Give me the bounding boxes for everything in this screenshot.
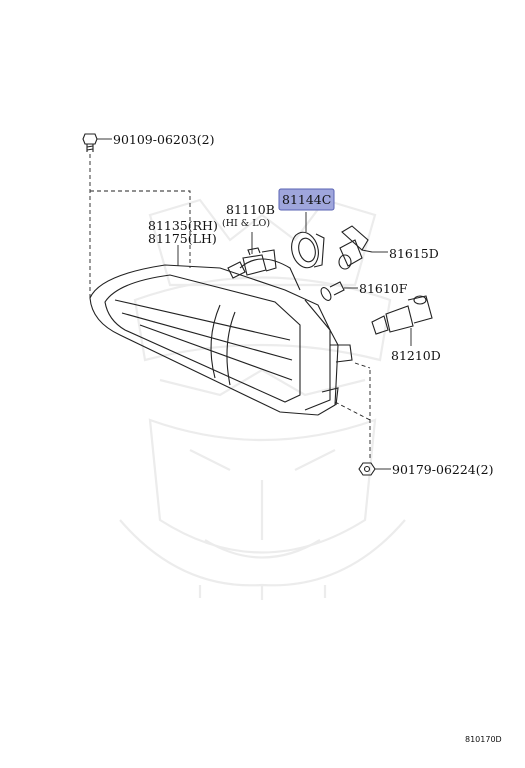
label-81110b-note: (HI & LO) [222,218,270,229]
bulb-81210d[interactable] [371,295,433,335]
nut-90179-06224[interactable] [358,462,376,476]
label-81615d[interactable]: 81615D [389,246,439,261]
label-81110b[interactable]: 81110B [226,202,275,217]
label-81144c: 81144C [282,192,331,207]
bulb-81110b[interactable] [227,247,277,279]
label-lamp-lh[interactable]: 81175(LH) [148,231,217,246]
label-lamp-rh[interactable]: 81135(RH) [148,218,218,233]
watermark-logo [119,198,406,600]
bulb-81610f[interactable] [319,281,345,302]
label-bolt-top[interactable]: 90109-06203(2) [113,132,214,147]
headlamp-assembly[interactable] [89,258,353,416]
bolt-90109-06203[interactable] [82,133,98,152]
label-nut-bottom[interactable]: 90179-06224(2) [392,462,493,477]
label-81210d[interactable]: 81210D [391,348,441,363]
label-81610f[interactable]: 81610F [359,281,408,296]
socket-ring-81144c[interactable] [288,229,325,271]
guide-nut-arms [334,362,371,421]
highlight-badge-81144c[interactable]: 81144C [278,188,335,211]
guide-lamp-bracket [90,190,191,268]
bulb-81615d[interactable] [338,225,373,270]
figure-number: 810170D [465,735,502,744]
